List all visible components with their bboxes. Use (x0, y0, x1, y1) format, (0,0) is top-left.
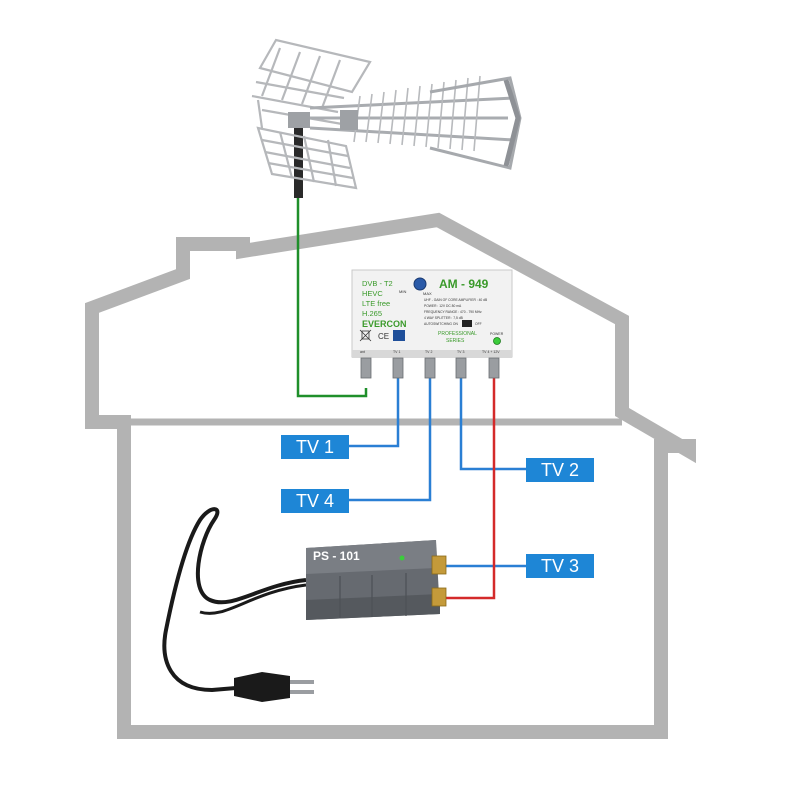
f-connectors (360, 357, 500, 379)
eu-plug-icon (234, 672, 314, 702)
port-label: TV 3 (457, 350, 464, 354)
cable-tv4 (338, 378, 432, 502)
amplifier-feature-line: H.265 (362, 309, 382, 318)
amplifier-model: AM - 949 (439, 277, 489, 291)
amplifier-feature-line: DVB - T2 (362, 279, 393, 288)
tv-cables (338, 378, 530, 568)
antenna-cable (296, 198, 368, 398)
cable-tv2 (459, 378, 530, 471)
amplifier-spec-line: POWER : 12V DC 80 mA (424, 304, 462, 308)
amplifier-feature-line: HEVC (362, 289, 383, 298)
amplifier-feature-line: LTE free (362, 299, 390, 308)
amplifier-device: DVB - T2 HEVC LTE free H.265 EVERCON MIN… (351, 269, 513, 379)
amplifier-spec-line: FREQUENCY RANGE : 470 - 790 MHz (424, 310, 482, 314)
knob-max-label: MAX (423, 291, 432, 296)
amplifier-spec-line: 4 WAY SPLITTER : 7,5 dB (424, 316, 464, 320)
tv-label-tv3: TV 3 (526, 554, 594, 578)
house-outline (85, 212, 696, 739)
cable-tv1 (340, 378, 400, 448)
amplifier-spec-line: AUTOSWITCHING ON (424, 322, 458, 326)
antenna-icon (251, 38, 522, 198)
gain-knob-icon (413, 277, 427, 291)
tv-label-tv2: TV 2 (526, 458, 594, 482)
tv-label-tv1: TV 1 (281, 435, 349, 459)
series-label: PROFESSIONAL (438, 331, 477, 337)
port-label: ant (360, 350, 365, 354)
switch-off-label: OFF (475, 322, 482, 326)
amplifier-spec-line: UHF - GAIN OF CORE AMPLIFIER : 40 dB (424, 298, 488, 302)
tv-label-tv4: TV 4 (281, 489, 349, 513)
power-cord (162, 507, 307, 693)
ce-mark-icon: CE (378, 332, 389, 341)
knob-min-label: MIN (399, 289, 406, 294)
power-supply-device: PS - 101 (162, 507, 447, 702)
series-label: SERIES (446, 338, 465, 344)
autoswitch-toggle (462, 320, 472, 327)
port-label: TV 2 (425, 350, 432, 354)
port-label: TV 4 + 12V (482, 350, 500, 354)
power-cable (442, 378, 496, 600)
port-label: TV 1 (393, 350, 400, 354)
house-roof-and-walls (85, 212, 696, 739)
power-supply-label: PS - 101 (313, 549, 360, 563)
psu-led-icon (399, 555, 405, 561)
amplifier-brand: EVERCON (362, 319, 407, 329)
power-label: POWER (490, 332, 504, 336)
lte-icon (393, 330, 405, 341)
weee-bin-icon (359, 329, 372, 342)
power-led-icon (493, 337, 501, 345)
